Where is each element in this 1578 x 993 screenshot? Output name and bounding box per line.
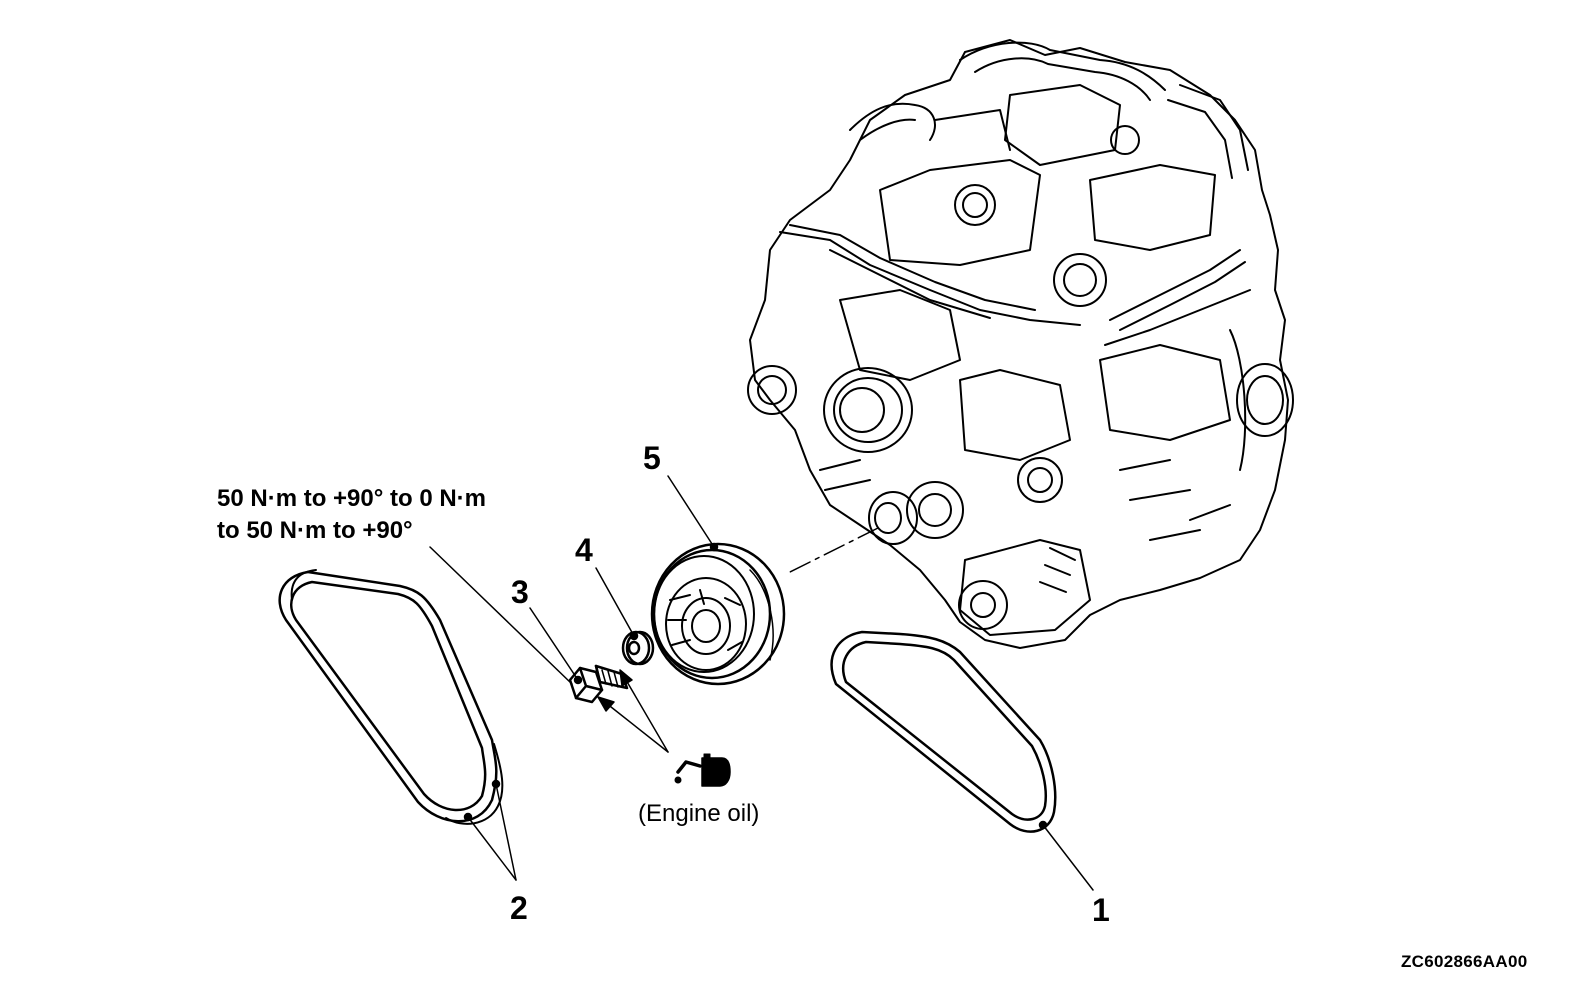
callout-1: 1 [1092,892,1110,928]
figure-code: ZC602866AA00 [1401,952,1528,971]
torque-spec-line-1: 50 N·m to +90° to 0 N·m [217,485,486,512]
center-line [785,527,879,575]
callout-3: 3 [511,574,529,610]
callout-2: 2 [510,890,528,926]
leader-lines [429,475,1094,891]
torque-spec-line-2: to 50 N·m to +90° [217,517,413,544]
callout-4: 4 [575,532,593,568]
crankshaft-pulley [650,542,786,686]
drive-belt [830,630,1057,833]
oil-application-arrows [597,669,669,753]
crankshaft-bolt [568,664,629,704]
callout-5: 5 [643,440,661,476]
washer [621,630,655,666]
lubricant-label: (Engine oil) [638,800,760,827]
engine-assembly [747,39,1294,649]
oil-can-icon [674,753,731,787]
drive-belt-pair [278,569,504,825]
